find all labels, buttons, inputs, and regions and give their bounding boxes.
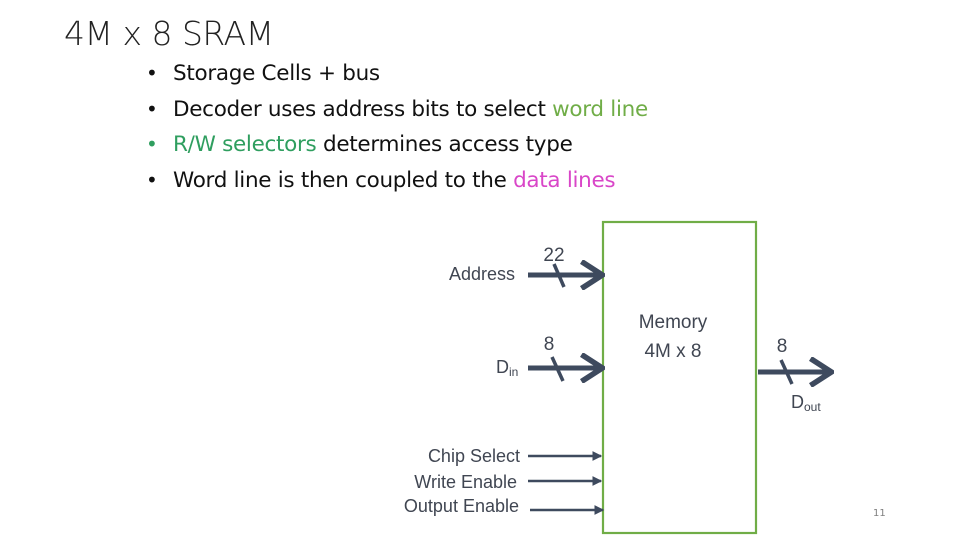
page-number: 11 bbox=[873, 508, 886, 519]
memory-label-line2: 4M x 8 bbox=[644, 341, 701, 362]
bullet-item: • R/W selectors determines access type bbox=[140, 127, 648, 163]
address-label: Address bbox=[449, 264, 515, 284]
memory-block bbox=[601, 220, 758, 535]
address-width-label: 22 bbox=[543, 245, 564, 266]
bullet-dot-icon: • bbox=[146, 96, 158, 121]
din-width-label: 8 bbox=[544, 334, 555, 355]
bullet-text: Word line is then coupled to the bbox=[173, 167, 514, 193]
bullet-dot-icon: • bbox=[146, 167, 158, 192]
bullet-list: • Storage Cells + bus • Decoder uses add… bbox=[140, 56, 648, 198]
bullet-text: Decoder uses address bits to select bbox=[173, 96, 553, 122]
slide-title: 4M x 8 SRAM bbox=[64, 14, 274, 53]
address-bus-slash bbox=[552, 263, 566, 288]
bullet-dot-icon: • bbox=[146, 61, 158, 85]
bullet-item: • Decoder uses address bits to select wo… bbox=[140, 92, 648, 128]
memory-label-line1: Memory bbox=[639, 312, 708, 333]
highlight-rw-selectors: R/W selectors bbox=[173, 132, 317, 157]
highlight-data-lines: data lines bbox=[513, 167, 616, 193]
bullet-dot-icon: • bbox=[146, 132, 158, 156]
dout-label: Dout bbox=[791, 392, 821, 414]
chip-select-label: Chip Select bbox=[428, 446, 520, 466]
bullet-item: • Word line is then coupled to the data … bbox=[140, 163, 648, 199]
din-label-main: D bbox=[496, 357, 509, 377]
din-label-sub: in bbox=[509, 365, 518, 379]
din-label: Din bbox=[496, 357, 518, 379]
bullet-text: Storage Cells + bus bbox=[173, 61, 380, 86]
dout-width-label: 8 bbox=[777, 336, 788, 357]
output-enable-label: Output Enable bbox=[404, 496, 519, 516]
din-bus-slash bbox=[550, 356, 565, 382]
dout-label-sub: out bbox=[804, 400, 821, 414]
write-enable-label: Write Enable bbox=[414, 472, 517, 492]
dout-bus-slash bbox=[779, 359, 794, 385]
dout-label-main: D bbox=[791, 392, 804, 412]
highlight-word-line: word line bbox=[552, 96, 648, 122]
bullet-item: • Storage Cells + bus bbox=[140, 56, 648, 92]
bullet-text: determines access type bbox=[316, 132, 573, 157]
